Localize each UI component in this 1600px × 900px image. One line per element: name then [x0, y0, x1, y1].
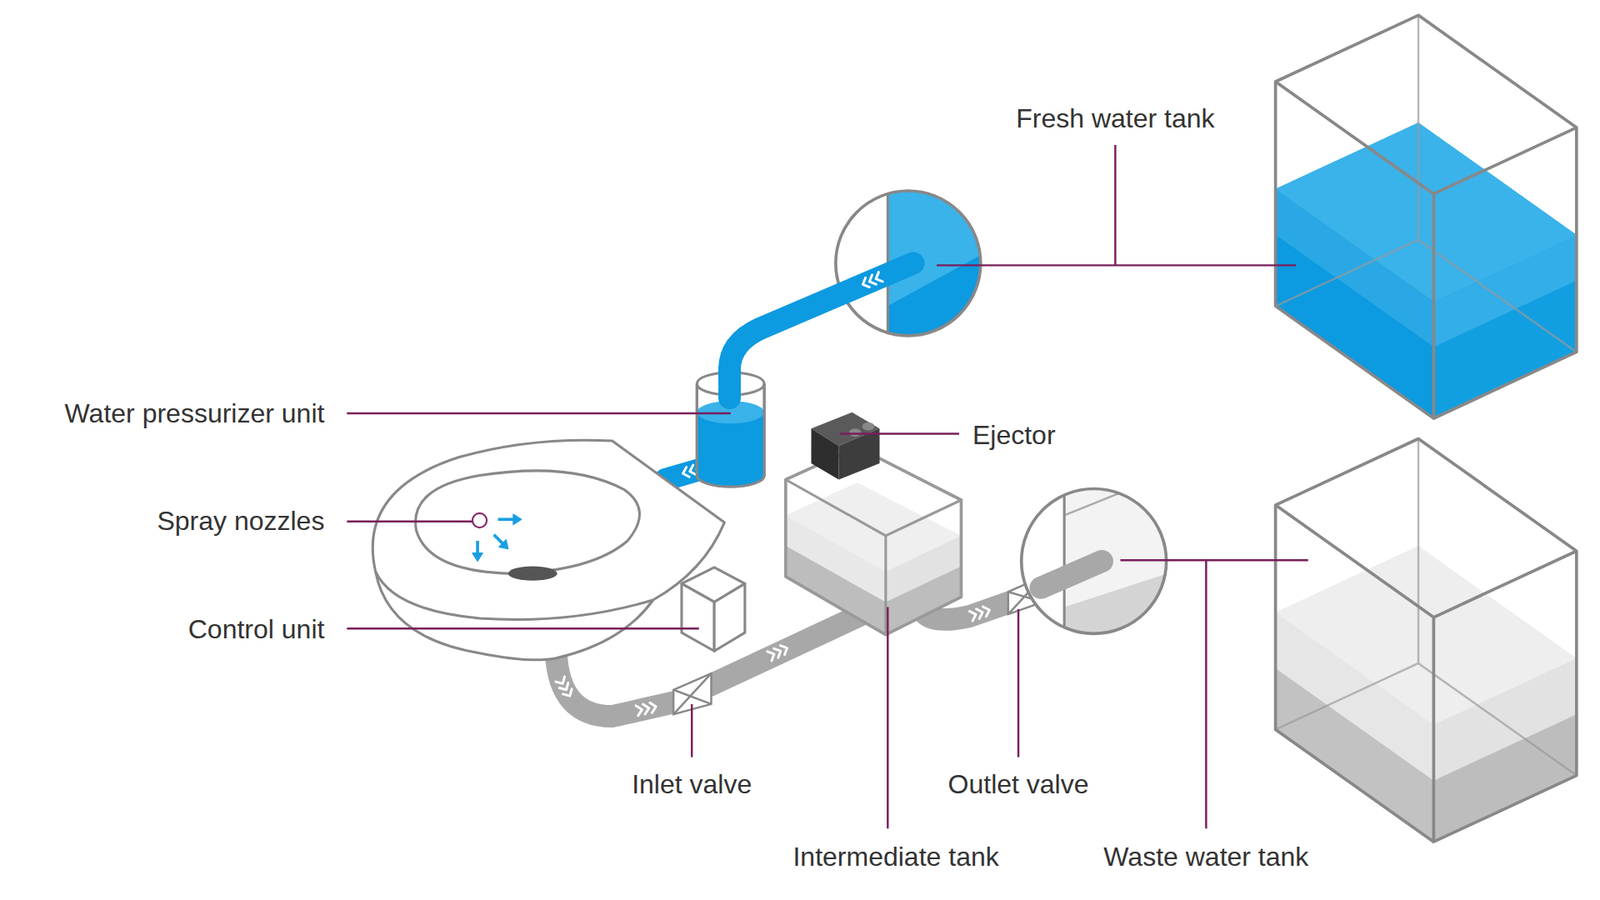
spray-arrows: [472, 514, 522, 561]
ejector: [839, 428, 880, 480]
waste-pipe: [555, 676, 575, 699]
fresh-water-tank: [1275, 189, 1435, 420]
ejector: [810, 428, 839, 480]
leader-lines: [346, 520, 473, 522]
control-unit: [714, 583, 745, 651]
spray-arrows: [513, 514, 522, 525]
fresh-water-pipe: [860, 272, 883, 290]
fresh-water-pipe: [730, 263, 914, 394]
leader-lines: [886, 607, 889, 830]
waste-water-tank: [1433, 658, 1576, 842]
leader-lines: [1120, 560, 1308, 829]
leader-lines: [1017, 609, 1020, 758]
waste-water-tank: [1275, 505, 1577, 842]
water-pressurizer-unit: [696, 369, 765, 487]
control-unit: [681, 567, 745, 651]
part-label: Waste water tank: [1103, 842, 1309, 872]
toilet-bowl: [472, 513, 487, 528]
waste-pipe: [555, 653, 675, 717]
leader-lines: [840, 432, 960, 435]
part-label: Ejector: [972, 420, 1056, 450]
control-unit: [681, 583, 715, 651]
waste-water-tank: [1275, 612, 1435, 843]
leader-lines: [346, 412, 730, 415]
intermediate-tank: [785, 446, 962, 635]
waste-water-tank: [1275, 668, 1435, 842]
waste-water-tank: [1275, 439, 1577, 843]
part-label: Fresh water tank: [1015, 105, 1215, 135]
part-label: Inlet valve: [631, 770, 752, 800]
spray-arrows: [498, 517, 515, 521]
part-label: Spray nozzles: [156, 506, 325, 536]
leader-lines: [346, 627, 699, 630]
spray-arrows: [494, 535, 504, 545]
waste-water-tank: [1275, 439, 1577, 843]
fresh-water-tank: [1275, 15, 1577, 419]
spray-arrows: [499, 540, 509, 550]
waste-pipe: [969, 605, 991, 621]
ejector: [810, 412, 880, 480]
part-label: Control unit: [188, 615, 325, 645]
waste-water-tank: [1433, 714, 1576, 842]
spray-arrows: [472, 553, 483, 562]
waste-pipe: [767, 643, 790, 661]
waste-water-inlet-detail: [1040, 560, 1102, 588]
intermediate-tank: [775, 439, 970, 644]
waste-water-tank: [1275, 439, 1577, 776]
waste-water-inlet-detail: [1063, 480, 1066, 644]
fresh-water-tank: [1433, 235, 1576, 419]
waste-pipe: [635, 701, 657, 716]
intermediate-tank: [785, 480, 962, 635]
fresh-water-tank: [1433, 235, 1576, 348]
leader-lines: [346, 145, 1308, 829]
part-label: Water pressurizer unit: [65, 400, 325, 430]
toilet-bowl: [372, 440, 725, 620]
leader-lines: [690, 704, 693, 758]
part-label: Outlet valve: [948, 770, 1090, 800]
fresh-water-tank: [1275, 81, 1577, 419]
water-pressurizer-unit: [718, 369, 741, 398]
fresh-water-tank: [1275, 15, 1577, 419]
toilet-bowl: [372, 440, 725, 660]
intermediate-tank: [775, 439, 970, 644]
spray-arrows: [475, 540, 480, 555]
toilet-bowl: [508, 566, 558, 581]
ejector: [862, 422, 875, 431]
leader-lines: [936, 145, 1296, 265]
fresh-water-tank: [1275, 15, 1577, 352]
intermediate-tank: [775, 439, 970, 644]
part-label: Intermediate tank: [792, 842, 999, 872]
